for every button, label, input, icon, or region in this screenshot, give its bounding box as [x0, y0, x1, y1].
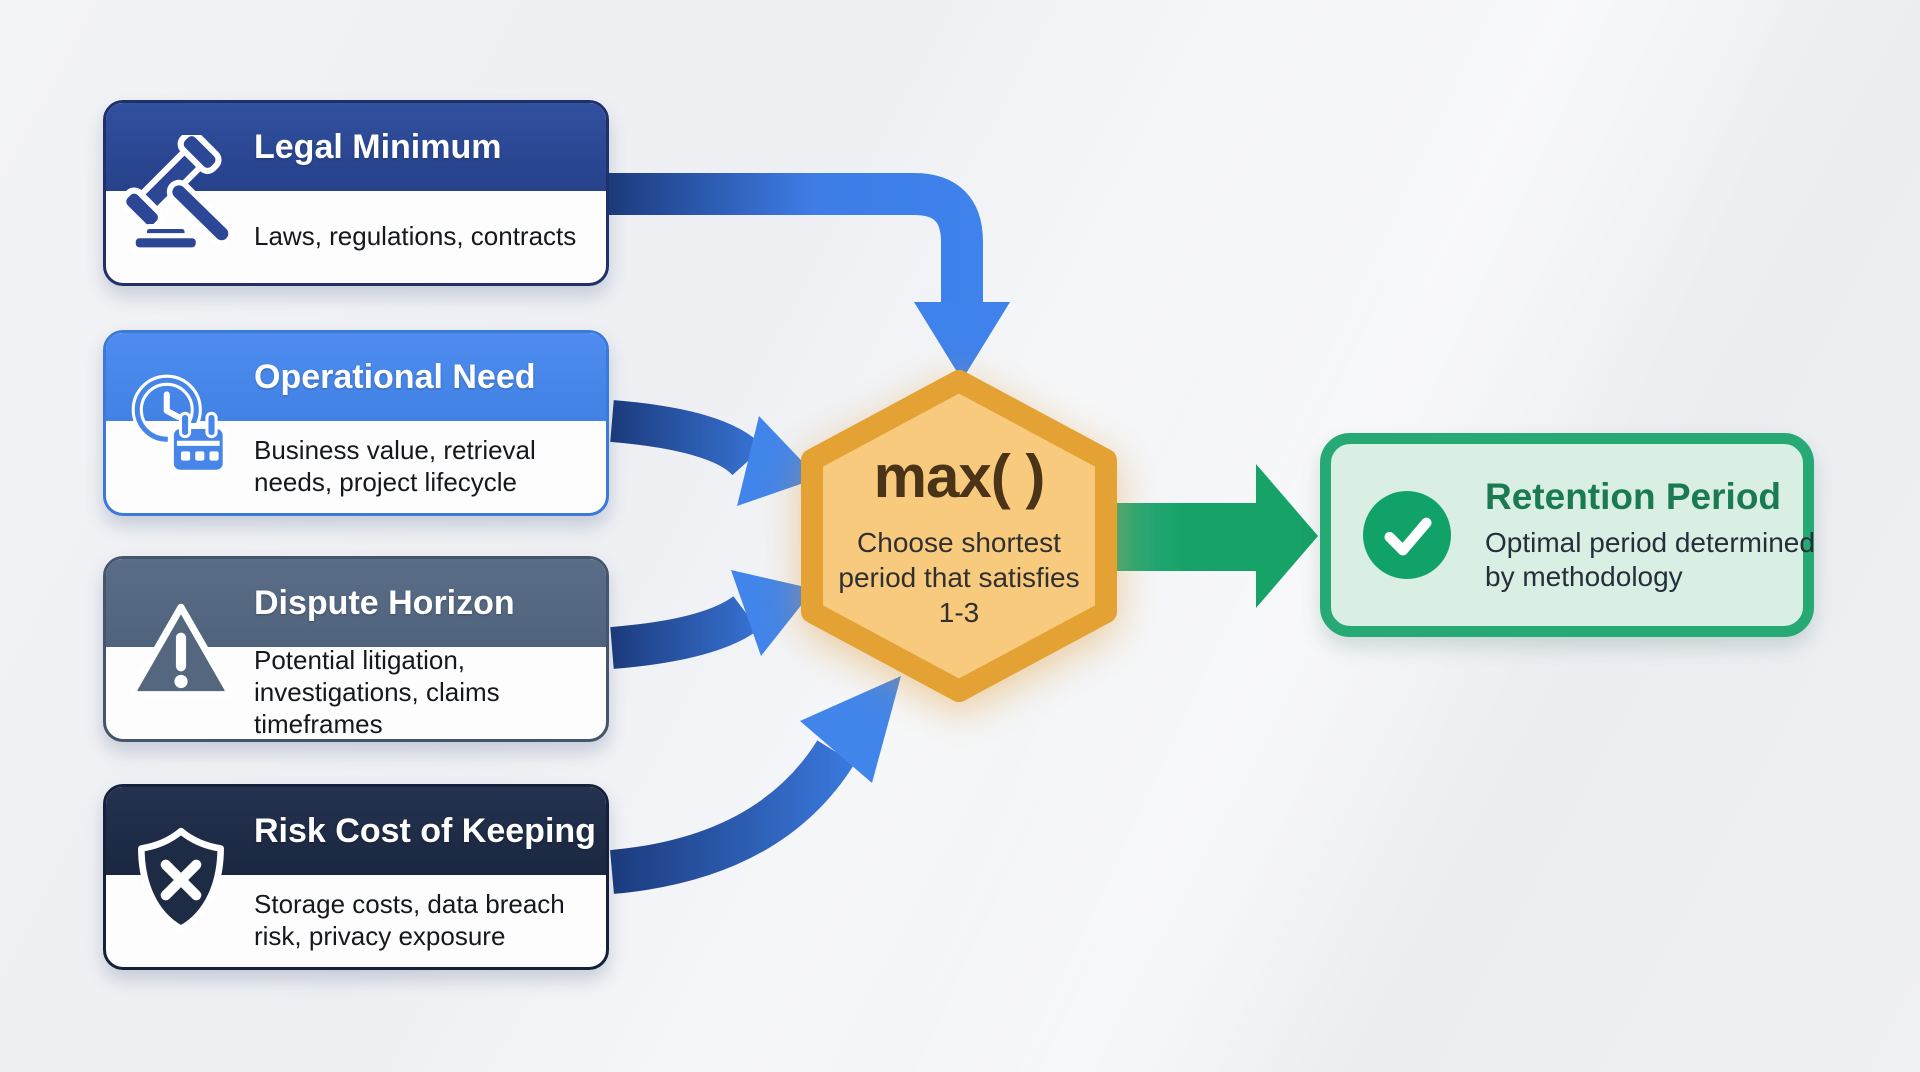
- card-dispute-horizon: Dispute Horizon Potential litigation, in…: [103, 556, 609, 742]
- card-legal-minimum: Legal Minimum Laws, regulations, contrac…: [103, 100, 609, 286]
- warning-triangle-icon: [130, 603, 232, 699]
- max-node-description: Choose shortest period that satisfies 1-…: [838, 527, 1080, 628]
- hexagon-shape: [801, 370, 1117, 702]
- max-function-label: max( ): [873, 443, 1046, 510]
- card-dispute-horizon-body: Potential litigation, investigations, cl…: [106, 645, 606, 739]
- retention-period-text: Retention Period Optimal period determin…: [1485, 476, 1837, 594]
- arrow-legal-to-max: [609, 173, 1010, 380]
- card-dispute-horizon-title: Dispute Horizon: [254, 583, 515, 622]
- shield-x-icon: [138, 827, 224, 933]
- card-operational-need-body: Business value, retrieval needs, project…: [106, 421, 606, 513]
- arrow-operational-to-max: [610, 400, 818, 506]
- card-dispute-horizon-description: Potential litigation, investigations, cl…: [254, 645, 500, 739]
- retention-period-title: Retention Period: [1485, 475, 1782, 517]
- card-risk-cost-description: Storage costs, data breach risk, privacy…: [254, 889, 565, 951]
- card-operational-need-header: Operational Need: [106, 333, 606, 421]
- card-risk-cost: Risk Cost of Keeping Storage costs, data…: [103, 784, 609, 970]
- card-legal-minimum-title: Legal Minimum: [254, 127, 502, 166]
- check-circle-icon: [1363, 491, 1451, 579]
- retention-period-description: Optimal period determined by methodology: [1485, 526, 1815, 592]
- card-legal-minimum-description: Laws, regulations, contracts: [254, 221, 577, 252]
- arrow-max-to-retention: [1098, 464, 1318, 608]
- gavel-icon: [120, 135, 234, 253]
- card-operational-need: Operational Need Business value, retriev…: [103, 330, 609, 516]
- max-node-text: max( ) Choose shortest period that satis…: [809, 442, 1109, 630]
- card-risk-cost-title: Risk Cost of Keeping: [254, 811, 596, 850]
- clock-calendar-icon: [131, 374, 229, 476]
- card-retention-period: Retention Period Optimal period determin…: [1320, 433, 1815, 637]
- card-risk-cost-body: Storage costs, data breach risk, privacy…: [106, 875, 606, 967]
- arrow-dispute-to-max: [610, 570, 814, 669]
- arrow-risk-to-max: [609, 676, 901, 894]
- card-operational-need-title: Operational Need: [254, 357, 536, 396]
- card-legal-minimum-body: Laws, regulations, contracts: [106, 191, 606, 283]
- card-operational-need-description: Business value, retrieval needs, project…: [254, 435, 536, 497]
